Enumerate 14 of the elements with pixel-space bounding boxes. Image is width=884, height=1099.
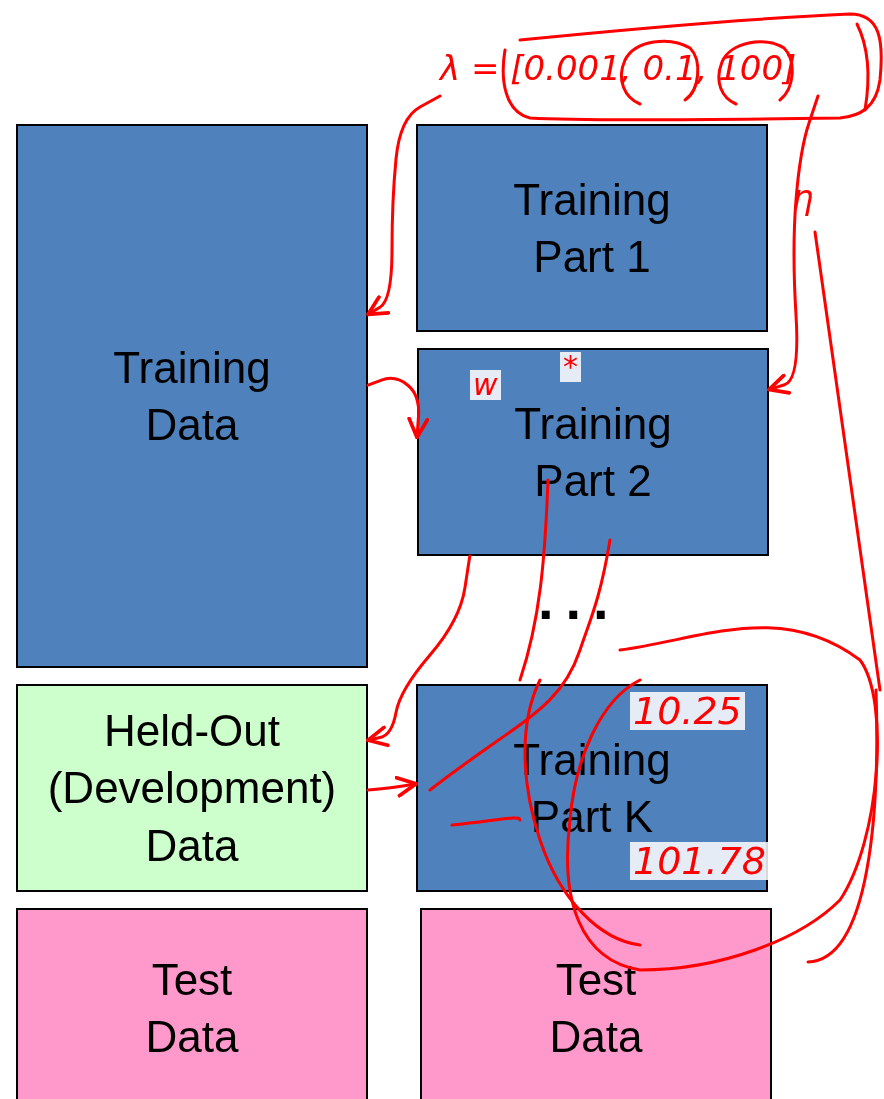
data-block: Training Data (16, 124, 368, 668)
handwritten-arrow (366, 376, 430, 440)
handwritten-number: 10.25 (630, 692, 745, 730)
data-block: Test Data (420, 908, 772, 1099)
data-block: Training Part 1 (416, 124, 768, 332)
data-block: Test Data (16, 908, 368, 1099)
handwritten-symbol: * (560, 352, 581, 382)
handwritten-arrow (366, 94, 442, 317)
handwritten-arrow (767, 94, 820, 395)
handwritten-number: 101.78 (630, 842, 769, 880)
handwritten-arrow (366, 554, 472, 748)
handwritten-symbol: w (470, 370, 501, 400)
handwritten-arrow (366, 775, 418, 798)
data-block: Held-Out (Development) Data (16, 684, 368, 892)
